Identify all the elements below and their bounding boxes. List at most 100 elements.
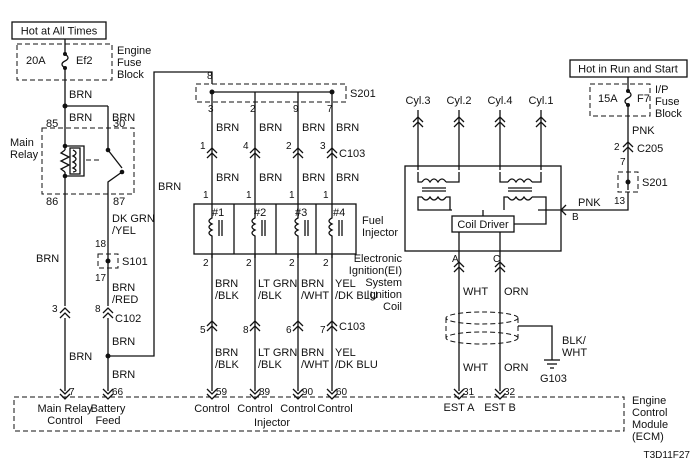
relay-switch-icon bbox=[86, 122, 125, 200]
ecm-control-3: Control bbox=[280, 403, 315, 415]
cyl-1-label: Cyl.1 bbox=[528, 95, 553, 107]
fuse-ef2-rating: 20A bbox=[26, 55, 46, 67]
ecm-box bbox=[13, 396, 625, 432]
injector-2-label: #2 bbox=[254, 207, 266, 219]
injector-1-icon bbox=[208, 208, 223, 258]
wire-brn-blk-1b: /BLK bbox=[215, 290, 240, 302]
coil-title-1: Electronic bbox=[354, 253, 403, 265]
wire-brn-red-1: BRN bbox=[112, 282, 135, 294]
inj3-pin-bot: 2 bbox=[289, 258, 295, 269]
fuel-injector-group bbox=[193, 203, 357, 255]
c102-pin-8 bbox=[102, 307, 114, 314]
c205-pin-bot: 7 bbox=[620, 157, 626, 168]
wire-brn-blk-1a: BRN bbox=[215, 278, 238, 290]
connector-c103-lower-label: C103 bbox=[339, 321, 365, 333]
wire-brn-feed-label: BRN bbox=[158, 181, 181, 193]
ecm-est-a: EST A bbox=[444, 402, 476, 414]
injector-2-icon bbox=[251, 208, 266, 258]
ip-fuse-block bbox=[589, 83, 651, 117]
wire-dk-grn-yel-1: DK GRN bbox=[112, 213, 155, 225]
ecm-main-relay-control-1: Main Relay bbox=[37, 403, 93, 415]
coil-pin-a: A bbox=[452, 254, 459, 265]
ground-g103-label: G103 bbox=[540, 373, 567, 385]
wire-wht-bot: WHT bbox=[463, 362, 488, 374]
c103b-pin-3: 6 bbox=[286, 325, 292, 336]
wire-yel-dk-blu-1a: YEL bbox=[335, 278, 356, 290]
s201-pin-b: 2 bbox=[250, 104, 256, 115]
fuel-injector-title-1: Fuel bbox=[362, 215, 383, 227]
ecm-control-1: Control bbox=[194, 403, 229, 415]
c103a-pin-4: 3 bbox=[320, 141, 326, 152]
relay-pin-85: 85 bbox=[46, 118, 58, 130]
injector-4-label: #4 bbox=[333, 207, 345, 219]
wire-brn-battery-1: BRN bbox=[112, 336, 135, 348]
ecm-pin-60: 60 bbox=[336, 387, 348, 398]
injector-3-label: #3 bbox=[295, 207, 307, 219]
ecm-terminals bbox=[59, 388, 506, 400]
wire-brn-86: BRN bbox=[36, 253, 59, 265]
wire-brn-wht-2b: /WHT bbox=[301, 359, 329, 371]
ignition-coil-windings-icon bbox=[417, 172, 547, 211]
fuse-f7-icon bbox=[623, 89, 633, 107]
splice-s101-label: S101 bbox=[122, 256, 148, 268]
wire-brn-fuse: BRN bbox=[69, 89, 92, 101]
c103b-pin-2: 8 bbox=[243, 325, 249, 336]
wire-yel-dk-blu-1b: /DK BLU bbox=[335, 290, 378, 302]
ecm-battery-feed-1: Battery bbox=[91, 403, 126, 415]
c103a-pin-1: 1 bbox=[200, 141, 206, 152]
wire-brn-30: BRN bbox=[112, 112, 135, 124]
c103b-pin-1: 5 bbox=[200, 325, 206, 336]
coil-driver-label: Coil Driver bbox=[457, 219, 509, 231]
fuse-ef2-icon bbox=[60, 52, 70, 70]
fuel-injector-title-2: Injector bbox=[362, 227, 398, 239]
injector-4-icon bbox=[328, 208, 343, 258]
wire-lt-grn-blk-1b: /BLK bbox=[258, 290, 283, 302]
ecm-control-4: Control bbox=[317, 403, 352, 415]
wire-brn-inj2-b: BRN bbox=[259, 172, 282, 184]
splice-s201-right-label: S201 bbox=[642, 177, 668, 189]
s201-pin-a: 3 bbox=[208, 104, 214, 115]
banner-hot-at-all-times: Hot at All Times bbox=[11, 21, 107, 40]
wire-brn-inj2-a: BRN bbox=[259, 122, 282, 134]
connector-c102-label: C102 bbox=[115, 313, 141, 325]
ecm-title-3: Module bbox=[632, 419, 668, 431]
wire-orn-bot: ORN bbox=[504, 362, 529, 374]
wire-yel-dk-blu-2a: YEL bbox=[335, 347, 356, 359]
wire-brn-blk-2b: /BLK bbox=[215, 359, 240, 371]
wire-dk-grn-yel-2: /YEL bbox=[112, 225, 136, 237]
wire-lt-grn-blk-1a: LT GRN bbox=[258, 278, 297, 290]
engine-fuse-block-label-3: Block bbox=[117, 69, 144, 81]
c102-pin-3-label: 3 bbox=[52, 304, 58, 315]
ecm-pin-32: 32 bbox=[504, 387, 516, 398]
wire-brn-inj3-a: BRN bbox=[302, 122, 325, 134]
ecm-pin-7: 7 bbox=[69, 387, 75, 398]
wire-brn-red-2: /RED bbox=[112, 294, 138, 306]
wire-yel-dk-blu-2b: /DK BLU bbox=[335, 359, 378, 371]
ecm-est-b: EST B bbox=[484, 402, 516, 414]
ecm-pin-31: 31 bbox=[463, 387, 475, 398]
coil-pin-b: B bbox=[572, 212, 579, 223]
cyl-2-label: Cyl.2 bbox=[446, 95, 471, 107]
wire-brn-feed-s201 bbox=[108, 71, 213, 357]
s201-pin-in: 8 bbox=[207, 71, 213, 82]
shield-twisted-pair bbox=[445, 311, 519, 345]
ecm-control-2: Control bbox=[237, 403, 272, 415]
c205-pin-top: 2 bbox=[614, 142, 620, 153]
connector-c103-upper-label: C103 bbox=[339, 148, 365, 160]
ecm-pin-89: 89 bbox=[259, 387, 271, 398]
c103a-pin-3: 2 bbox=[286, 141, 292, 152]
s201-right-pin: 13 bbox=[614, 196, 626, 207]
wire-brn-inj4-a: BRN bbox=[336, 122, 359, 134]
ip-fuse-block-label-3: Block bbox=[655, 108, 682, 120]
inj1-pin-top: 1 bbox=[203, 190, 209, 201]
s201-pin-d: 7 bbox=[327, 104, 333, 115]
c102-pin-8-label: 8 bbox=[95, 304, 101, 315]
engine-fuse-block-label-2: Fuse bbox=[117, 57, 141, 69]
coil-title-2: Ignition(EI) bbox=[349, 265, 402, 277]
wire-lt-grn-blk-2b: /BLK bbox=[258, 359, 283, 371]
spark-plug-terminals bbox=[412, 110, 547, 170]
connector-c103-upper bbox=[206, 147, 338, 159]
wire-lt-grn-blk-2a: LT GRN bbox=[258, 347, 297, 359]
ecm-injector-label: Injector bbox=[254, 417, 290, 429]
